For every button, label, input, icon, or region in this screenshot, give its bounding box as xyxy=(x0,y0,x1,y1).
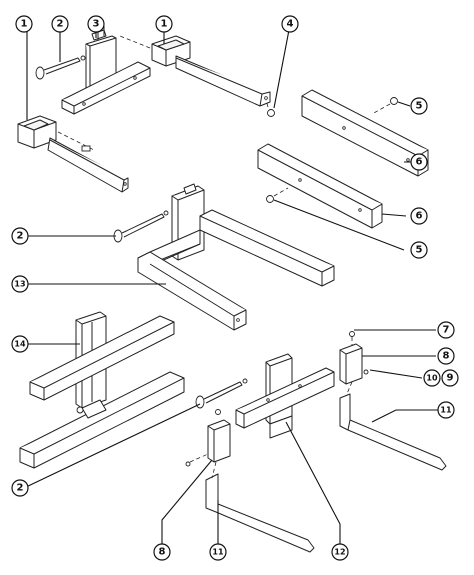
callout-2b: 2 xyxy=(11,227,29,245)
callout-8b: 8 xyxy=(153,543,171,561)
callout-14: 14 xyxy=(11,335,29,353)
svg-text:6: 6 xyxy=(416,157,423,168)
callout-7: 7 xyxy=(437,321,455,339)
svg-text:8: 8 xyxy=(443,351,450,362)
part-1-frame-top xyxy=(119,35,271,107)
svg-text:5: 5 xyxy=(416,101,423,112)
svg-text:9: 9 xyxy=(447,373,454,384)
svg-text:11: 11 xyxy=(440,406,452,415)
svg-text:2: 2 xyxy=(17,483,24,494)
svg-text:11: 11 xyxy=(212,548,224,557)
part-2-hitch-pin-middle xyxy=(113,210,169,243)
part-5-bolt-upper xyxy=(371,97,398,115)
svg-text:12: 12 xyxy=(334,548,345,557)
part-8-sleeve-left xyxy=(185,409,231,467)
top-left-tube-assembly xyxy=(61,61,151,115)
part-6-tube-lower xyxy=(257,143,383,229)
part-14-base-assembly xyxy=(19,311,185,469)
svg-text:1: 1 xyxy=(161,19,168,30)
callout-1a: 1 xyxy=(15,15,33,33)
callout-11a: 11 xyxy=(437,401,455,419)
callout-11b: 11 xyxy=(209,543,227,561)
svg-text:8: 8 xyxy=(159,547,166,558)
part-5-bolt-lower xyxy=(266,187,289,203)
part-13-u-frame xyxy=(137,183,335,331)
svg-text:10: 10 xyxy=(426,374,438,383)
svg-text:13: 13 xyxy=(14,280,25,289)
callout-4: 4 xyxy=(281,15,299,33)
part-6-tube-upper xyxy=(301,89,429,177)
callout-5a: 5 xyxy=(410,97,428,115)
svg-text:7: 7 xyxy=(443,325,450,336)
svg-text:1: 1 xyxy=(21,19,28,30)
part-8-sleeve-right xyxy=(339,331,369,385)
part-2-hitch-pin-bottom xyxy=(195,378,248,409)
callout-13: 13 xyxy=(11,275,29,293)
callout-12: 12 xyxy=(331,543,349,561)
svg-text:4: 4 xyxy=(287,19,294,30)
svg-text:3: 3 xyxy=(93,19,100,30)
part-1-frame-lower xyxy=(17,115,129,193)
part-11-fork-right xyxy=(339,381,447,471)
svg-text:14: 14 xyxy=(14,340,26,349)
svg-text:5: 5 xyxy=(416,245,423,256)
callout-3: 3 xyxy=(87,15,105,33)
part-2-hitch-pin xyxy=(35,55,86,80)
callout-5b: 5 xyxy=(410,241,428,259)
callout-6b: 6 xyxy=(410,207,428,225)
leader-lines xyxy=(23,28,438,548)
callout-9: 9 xyxy=(441,369,459,387)
svg-text:2: 2 xyxy=(17,231,24,242)
callout-1b: 1 xyxy=(155,15,173,33)
callout-6a: 6 xyxy=(410,153,428,171)
callout-8a: 8 xyxy=(437,347,455,365)
part-11-fork-left xyxy=(205,461,315,553)
callout-2a: 2 xyxy=(51,15,69,33)
callout-2c: 2 xyxy=(11,479,29,497)
part-4-bolt xyxy=(265,99,275,117)
callout-10: 10 xyxy=(423,369,441,387)
part-12-carriage xyxy=(235,353,335,439)
svg-text:2: 2 xyxy=(57,19,64,30)
svg-text:6: 6 xyxy=(416,211,423,222)
